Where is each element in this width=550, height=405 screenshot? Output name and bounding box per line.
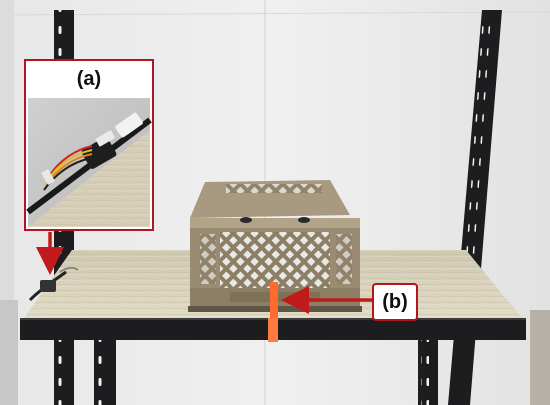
orange-tape-marker bbox=[268, 282, 278, 342]
callout-b-label: (b) bbox=[372, 283, 418, 321]
inset-a bbox=[24, 59, 154, 231]
inset-a-label: (a) bbox=[76, 67, 102, 90]
